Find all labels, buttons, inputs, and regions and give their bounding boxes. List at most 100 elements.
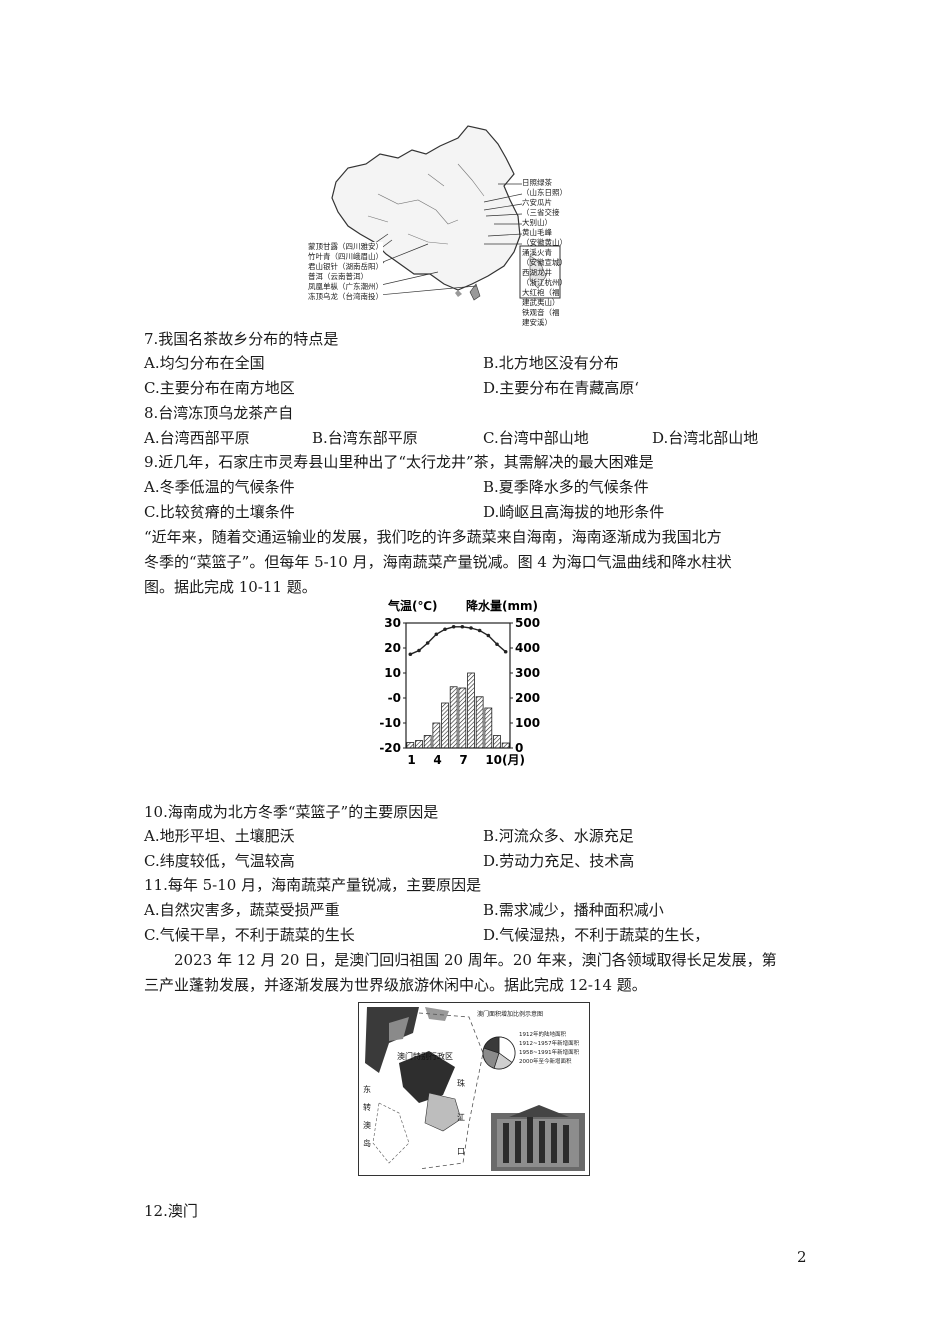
temperature-point	[408, 652, 413, 657]
x-tick-label: 4	[433, 753, 441, 767]
passage-2-line-2: 三产业蓬勃发展，并逐渐发展为世界级旅游休闲中心。据此完成 12-14 题。	[144, 976, 647, 994]
temperature-point	[486, 633, 491, 638]
tea-label-r6: 铁观音（福建安溪）	[522, 308, 560, 327]
left-tick-labels: 30 20 10 -0 -10 -20	[379, 616, 401, 755]
legend-item-1: 1912~1957年新增面积	[519, 1041, 580, 1047]
sea-label-2: 澳	[363, 1121, 371, 1130]
precipitation-bars	[406, 672, 510, 749]
left-tick-label: -0	[388, 691, 401, 705]
temperature-point	[425, 641, 430, 645]
macau-map	[365, 1007, 585, 1171]
temperature-point	[477, 628, 482, 633]
question-8-option-b[interactable]: B.台湾东部平原	[312, 429, 418, 447]
question-8-option-c[interactable]: C.台湾中部山地	[483, 429, 589, 447]
temperature-point	[469, 626, 473, 630]
question-9-option-a[interactable]: A.冬季低温的气候条件	[144, 478, 295, 496]
left-tick-label: -20	[379, 741, 401, 755]
question-9-option-d[interactable]: D.崎岖且高海拔的地形条件	[483, 503, 665, 521]
tea-label-l0: 蒙顶甘露（四川雅安）	[308, 242, 383, 251]
precipitation-bar	[441, 702, 449, 749]
question-10-option-d[interactable]: D.劳动力充足、技术高	[483, 852, 635, 870]
question-11-stem: 11.每年 5-10 月，海南蔬菜产量锐减，主要原因是	[144, 876, 482, 894]
question-8-stem: 8.台湾冻顶乌龙茶产自	[144, 404, 294, 422]
temperature-point	[451, 624, 456, 629]
temperature-point	[495, 642, 499, 647]
precipitation-bar	[475, 696, 484, 749]
x-tick-label: 7	[459, 753, 467, 767]
question-10-option-a[interactable]: A.地形平坦、土壤肥沃	[144, 827, 295, 845]
tea-label-r2: 黄山毛峰（安徽黄山）	[522, 228, 567, 247]
question-12-stem: 12.澳门	[144, 1202, 198, 1220]
question-11-option-c[interactable]: C.气候干旱，不利于蔬菜的生长	[144, 926, 355, 944]
tea-label-l1: 竹叶青（四川峨眉山）	[308, 252, 383, 261]
precipitation-bar	[449, 686, 458, 749]
page-number: 2	[797, 1248, 807, 1266]
question-7-option-d[interactable]: D.主要分布在青藏高原‘	[483, 379, 640, 397]
pie-slice	[498, 1036, 516, 1063]
question-10-option-b[interactable]: B.河流众多、水源充足	[483, 827, 634, 845]
temperature-point	[503, 649, 508, 654]
river-label-0: 珠	[457, 1079, 465, 1088]
precipitation-bar	[432, 722, 441, 749]
tea-label-r1: 六安瓜片（三省交接大别山）	[522, 198, 560, 227]
precipitation-bar	[415, 740, 423, 749]
river-label-2: 口	[457, 1147, 465, 1156]
precipitation-bar	[484, 707, 493, 749]
temperature-point	[460, 624, 465, 629]
temperature-point	[417, 648, 421, 653]
sea-label-1: 转	[363, 1103, 371, 1112]
question-11-option-b[interactable]: B.需求减少，播种面积减小	[483, 901, 664, 919]
precipitation-bar	[467, 672, 475, 749]
pie-slice	[483, 1036, 500, 1054]
right-tick-label: 500	[515, 616, 540, 630]
legend-item-3: 2000年至今新增面积	[519, 1059, 572, 1065]
question-9-option-b[interactable]: B.夏季降水多的气候条件	[483, 478, 649, 496]
question-9-stem: 9.近几年，石家庄市灵寿县山里种出了“太行龙井”茶，其需解决的最大困难是	[144, 453, 654, 471]
left-tick-label: 20	[384, 641, 401, 655]
precipitation-bar	[501, 742, 510, 749]
temperature-point	[443, 627, 447, 632]
question-10-stem: 10.海南成为北方冬季“菜篮子”的主要原因是	[144, 803, 439, 821]
tea-label-l4: 凤凰单枞（广东潮州）	[308, 282, 383, 291]
question-9-option-c[interactable]: C.比较贫瘠的土壤条件	[144, 503, 295, 521]
temperature-line	[410, 626, 507, 655]
question-10-option-c[interactable]: C.纬度较低，气温较高	[144, 852, 295, 870]
macau-region-label: 澳门特别行政区	[397, 1052, 453, 1061]
precipitation-bar	[493, 735, 501, 749]
legend-item-2: 1958~1991年新增面积	[519, 1050, 580, 1056]
tea-label-r4: 西湖龙井（浙江杭州）	[522, 268, 567, 287]
passage-2-line-1: 2023 年 12 月 20 日，是澳门回归祖国 20 周年。20 年来，澳门各…	[174, 951, 777, 969]
x-tick-label: 10(月)	[485, 753, 525, 767]
sea-label-3: 岛	[363, 1139, 371, 1148]
question-11-option-d[interactable]: D.气候湿热，不利于蔬菜的生长，	[483, 926, 710, 944]
question-8-option-a[interactable]: A.台湾西部平原	[144, 429, 250, 447]
right-tick-label: 100	[515, 716, 540, 730]
right-tick-label: 400	[515, 641, 540, 655]
left-tick-label: 10	[384, 666, 401, 680]
tea-label-r0: 日照绿茶（山东日照）	[522, 178, 567, 197]
precipitation-bar	[458, 687, 467, 749]
tea-label-r5: 大红袍（福建武夷山）	[522, 288, 560, 307]
right-tick-label: 300	[515, 666, 540, 680]
right-tick-label: 200	[515, 691, 540, 705]
question-7-option-b[interactable]: B.北方地区没有分布	[483, 354, 619, 372]
temperature-point	[434, 632, 439, 637]
question-7-stem: 7.我国名茶故乡分布的特点是	[144, 330, 339, 348]
grid-lines	[403, 622, 513, 749]
right-tick-labels: 500 400 300 200 100 0	[515, 616, 540, 755]
sea-label-0: 东	[363, 1085, 371, 1094]
left-tick-label: -10	[379, 716, 401, 730]
question-7-option-c[interactable]: C.主要分布在南方地区	[144, 379, 295, 397]
plot-frame	[405, 622, 511, 749]
question-11-option-a[interactable]: A.自然灾害多，蔬菜受损严重	[144, 901, 340, 919]
macau-figure: 澳门特别行政区 东 转 澳 岛 珠 江 口 澳门面积增加比例示意图 1912年的…	[358, 1002, 590, 1176]
question-8-option-d[interactable]: D.台湾北部山地	[652, 429, 759, 447]
right-tick-label: 0	[515, 741, 523, 755]
tea-label-l3: 普洱（云南普洱）	[308, 272, 368, 281]
left-tick-label: 30	[384, 616, 401, 630]
question-7-option-a[interactable]: A.均匀分布在全国	[144, 354, 265, 372]
tea-label-r3: 涌溪火青（安徽宣城）	[522, 248, 567, 267]
passage-1-line-1: “近年来，随着交通运输业的发展，我们吃的许多蔬菜来自海南，海南逐渐成为我国北方	[144, 528, 722, 546]
